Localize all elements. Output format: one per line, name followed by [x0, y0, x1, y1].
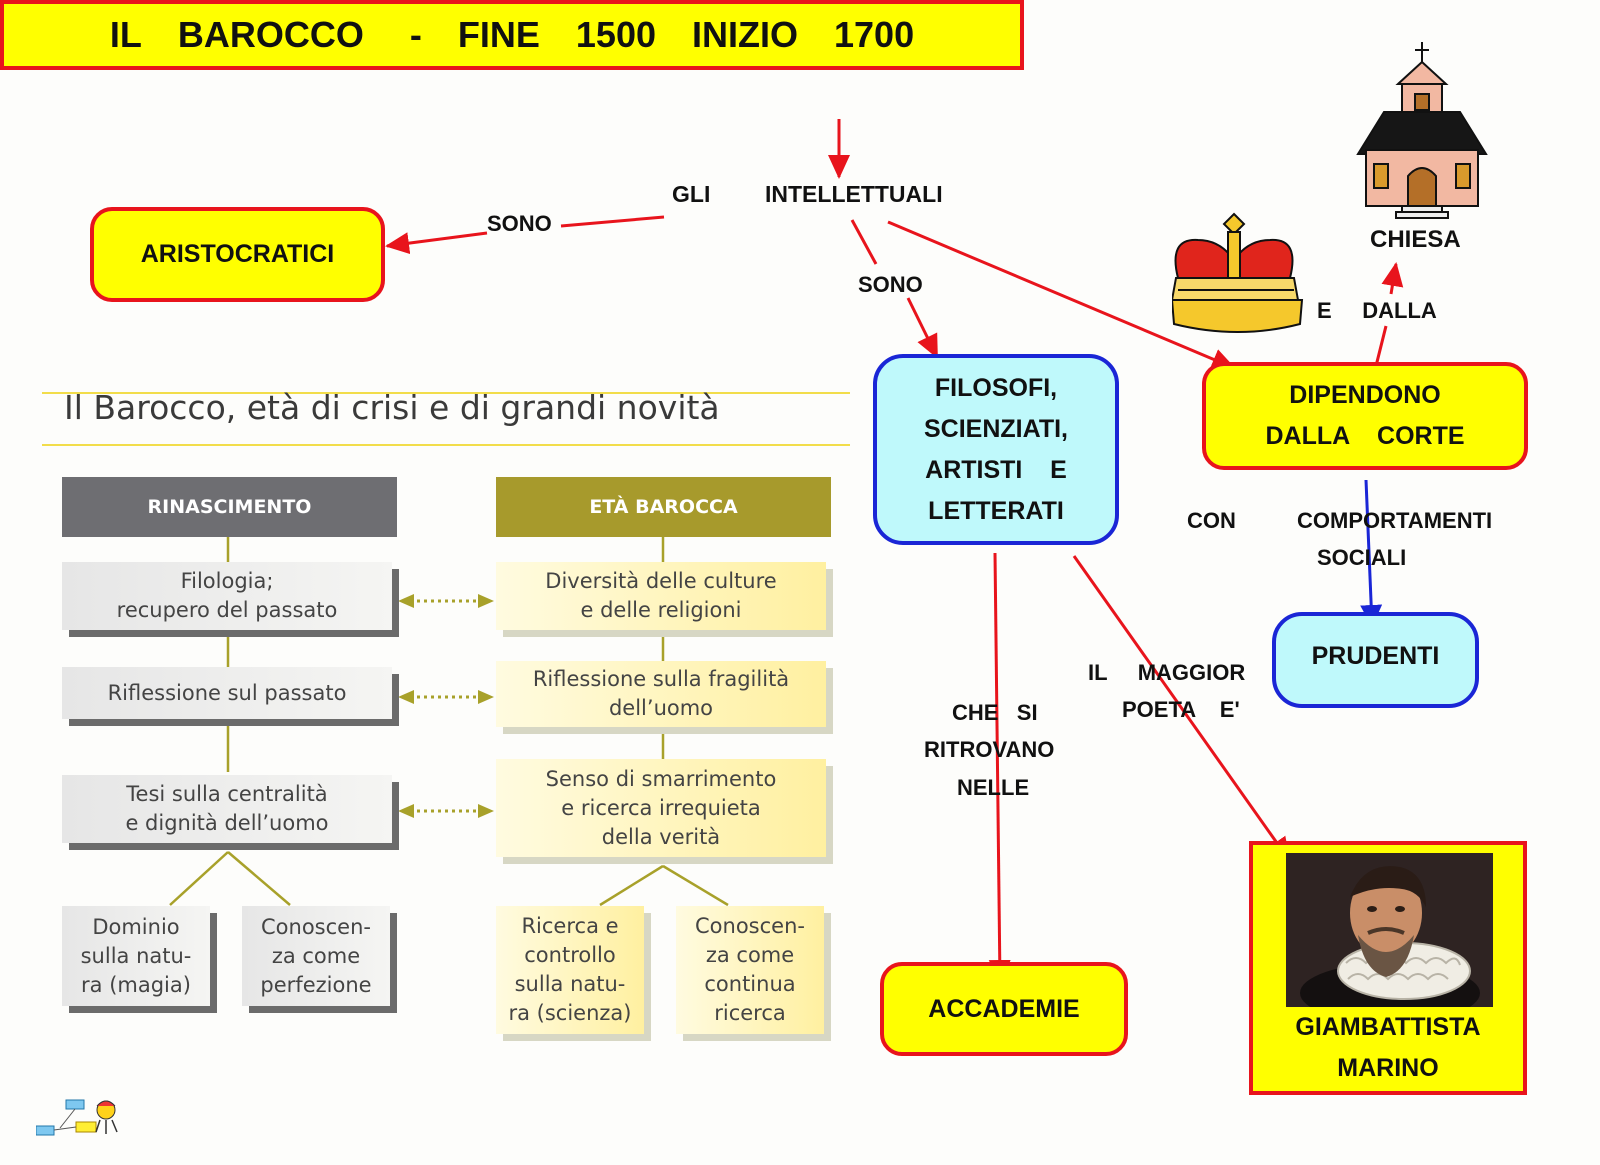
cell-text: Conoscen- za come continua ricerca	[695, 914, 805, 1025]
node-filosofi-line: FILOSOFI,	[934, 373, 1058, 402]
label-che-si: CHE SI	[952, 700, 1038, 725]
label-sono-mid: SONO	[858, 272, 923, 297]
cell-text: Diversità delle culture e delle religion…	[545, 569, 777, 622]
rinascimento-row: Filologia; recupero del passato	[62, 562, 392, 630]
crown-icon	[1172, 212, 1304, 333]
node-accademie: ACCADEMIE	[880, 962, 1128, 1056]
arrow-to-dipendono	[887, 220, 1236, 370]
label-intellettuali: INTELLETTUALI	[765, 181, 943, 207]
label-nelle: NELLE	[957, 775, 1030, 800]
label-poeta-e: POETA E'	[1122, 697, 1240, 722]
node-prudenti-text: PRUDENTI	[1311, 642, 1440, 670]
arrow-to-chiesa	[1381, 262, 1404, 295]
label-gli: GLI	[672, 181, 711, 207]
node-filosofi-line: ARTISTI E	[925, 455, 1067, 484]
node-marino-caption: GIAMBATTISTA MARINO	[1253, 1005, 1523, 1091]
inset-top-rule	[42, 392, 850, 394]
node-filosofi-line: LETTERATI	[928, 496, 1064, 525]
main-title-box: IL BAROCCO - FINE 1500 INIZIO 1700	[0, 0, 1024, 70]
node-marino-line: GIAMBATTISTA	[1295, 1013, 1481, 1041]
label-sono-left: SONO	[487, 211, 552, 236]
cell-text: Ricerca e controllo sulla natu- ra (scie…	[508, 914, 632, 1025]
cell-text: Riflessione sulla fragilità dell’uomo	[532, 667, 790, 720]
label-e-dalla: E DALLA	[1317, 298, 1437, 323]
cell-text: Tesi sulla centralità e dignità dell’uom…	[125, 782, 329, 835]
barocca-leaf: Conoscen- za come continua ricerca	[676, 906, 824, 1034]
label-comportamenti: COMPORTAMENTI	[1297, 508, 1493, 533]
node-marino-line: MARINO	[1337, 1054, 1439, 1082]
barocca-row: Diversità delle culture e delle religion…	[496, 562, 826, 630]
inset-title: Il Barocco, età di crisi e di grandi nov…	[64, 388, 720, 427]
label-con: CON	[1187, 508, 1236, 533]
arrow-to-filosofi	[906, 297, 939, 359]
node-dipendono: DIPENDONO DALLA CORTE	[1202, 362, 1528, 470]
node-prudenti: PRUDENTI	[1272, 612, 1479, 708]
barocca-leaf: Ricerca e controllo sulla natu- ra (scie…	[496, 906, 644, 1034]
header-rinascimento: RINASCIMENTO	[62, 477, 397, 537]
line-dipendono-dalla	[1374, 325, 1388, 367]
title-word: IL	[109, 14, 142, 55]
title-word: 1700	[834, 14, 915, 55]
arrow-to-marino	[1072, 555, 1291, 862]
cell-text: Dominio sulla natu- ra (magia)	[80, 914, 192, 997]
arrow-to-aristocratici	[385, 231, 488, 255]
rinascimento-row: Riflessione sul passato	[62, 667, 392, 719]
title-word: 1500	[575, 14, 656, 55]
header-eta-barocca: ETÀ BAROCCA	[496, 477, 831, 537]
rinascimento-leaf: Conoscen- za come perfezione	[242, 906, 390, 1006]
barocca-row: Senso di smarrimento e ricerca irrequiet…	[496, 759, 826, 857]
title-word: FINE	[457, 14, 540, 55]
line-sono-left	[560, 215, 665, 228]
label-il-maggior: IL MAGGIOR	[1088, 660, 1246, 685]
inset-bottom-rule	[42, 444, 850, 446]
church-icon	[1356, 42, 1488, 219]
node-accademie-text: ACCADEMIE	[928, 994, 1080, 1023]
label-chiesa: CHIESA	[1370, 226, 1461, 253]
cell-text: Filologia; recupero del passato	[116, 569, 338, 622]
portrait-marino	[1286, 853, 1493, 1007]
rinascimento-leaf: Dominio sulla natu- ra (magia)	[62, 906, 210, 1006]
cmap-logo-icon	[36, 1099, 118, 1136]
node-marino: GIAMBATTISTA MARINO	[1249, 841, 1527, 1095]
cell-text: Senso di smarrimento e ricerca irrequiet…	[545, 766, 777, 849]
barocca-row: Riflessione sulla fragilità dell’uomo	[496, 661, 826, 727]
arrow-to-prudenti	[1360, 479, 1383, 627]
label-sociali: SOCIALI	[1317, 545, 1407, 570]
node-aristocratici: ARISTOCRATICI	[90, 207, 385, 302]
node-aristocratici-text: ARISTOCRATICI	[140, 240, 335, 268]
node-dipendono-line: DIPENDONO	[1289, 381, 1441, 409]
line-sono-mid	[850, 219, 878, 265]
node-filosofi-line: SCIENZIATI,	[924, 414, 1068, 443]
cell-text: Riflessione sul passato	[107, 680, 347, 705]
node-dipendono-line: DALLA CORTE	[1265, 422, 1465, 450]
title-word: -	[409, 14, 422, 55]
arrow-to-accademie	[988, 552, 1011, 984]
cell-text: Conoscen- za come perfezione	[260, 914, 372, 997]
node-filosofi: FILOSOFI, SCIENZIATI, ARTISTI E LETTERAT…	[873, 354, 1119, 545]
title-word: INIZIO	[692, 14, 798, 55]
label-ritrovano: RITROVANO	[924, 737, 1055, 762]
rinascimento-row: Tesi sulla centralità e dignità dell’uom…	[62, 775, 392, 843]
title-word: BAROCCO	[177, 14, 364, 55]
